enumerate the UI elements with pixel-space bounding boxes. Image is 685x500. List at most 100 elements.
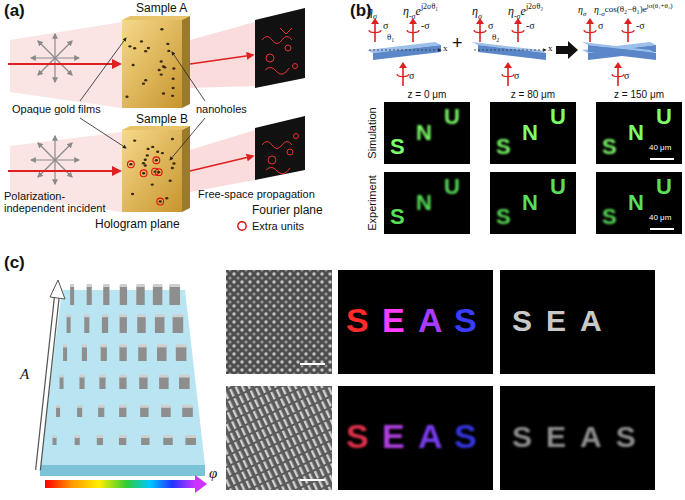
pillar xyxy=(159,377,169,389)
image-letter: N xyxy=(628,121,644,145)
arrow-head xyxy=(586,18,594,24)
pillar xyxy=(84,316,89,333)
line-shape xyxy=(80,38,126,101)
pillar xyxy=(63,346,67,361)
rect-shape xyxy=(490,172,576,234)
line-shape xyxy=(190,55,253,64)
pillar-top xyxy=(103,284,109,287)
nanohole xyxy=(155,159,158,161)
superscript: j2σθ₂ xyxy=(526,3,543,11)
formula: η-σej2σθ₁ xyxy=(403,3,438,21)
pillar-top xyxy=(140,405,148,408)
pillar-top xyxy=(99,375,105,378)
formula: η-σcos(θ₂−θ₁)ejσ(θ₁+θ₂) xyxy=(594,3,673,18)
pillar xyxy=(87,286,92,305)
formula-symbol: η xyxy=(403,5,409,17)
figure-label: θ₁ xyxy=(387,33,394,43)
row-label: Simulation xyxy=(366,107,378,158)
pillar xyxy=(176,346,187,361)
figure-label: σ xyxy=(409,70,414,81)
nanohole xyxy=(140,40,143,42)
circle-shape xyxy=(293,64,298,69)
line-shape xyxy=(650,158,674,160)
polygon-shape xyxy=(40,290,205,465)
figure-label: -σ xyxy=(636,20,645,31)
formula-symbol: e xyxy=(521,5,526,17)
figure-label: σ xyxy=(624,70,629,81)
extra-unit xyxy=(153,157,160,164)
nanohole xyxy=(160,60,163,62)
rect-shape xyxy=(45,480,195,488)
pillar xyxy=(140,407,148,417)
pillar xyxy=(155,316,165,333)
g-shape xyxy=(367,42,656,60)
g-shape xyxy=(384,102,682,234)
pillar-top xyxy=(119,435,126,438)
image-letter: E xyxy=(382,418,405,455)
nanohole xyxy=(171,95,174,97)
pillar xyxy=(179,377,190,389)
nanohole xyxy=(160,73,163,75)
rect-shape xyxy=(122,130,182,212)
polygon-shape xyxy=(255,8,305,88)
circular-polarization xyxy=(502,74,514,77)
figure-label: Fourier plane xyxy=(252,204,323,217)
figure-label: Hologram plane xyxy=(95,218,180,231)
superscript: j2σθ₁ xyxy=(421,3,438,11)
polygon-shape xyxy=(122,16,190,20)
nanohole xyxy=(159,200,162,202)
image-letter: S xyxy=(390,135,405,159)
pillar xyxy=(97,437,103,445)
nanohole xyxy=(171,138,174,140)
nanohole xyxy=(160,28,163,30)
formula-symbol: cos(θ₂−θ₁)e xyxy=(605,5,647,14)
pillar-top xyxy=(169,284,180,287)
formula-symbol: e xyxy=(416,5,421,17)
nanohole xyxy=(157,171,160,173)
pillar-top xyxy=(77,405,82,408)
image-letter: N xyxy=(522,191,538,215)
path-shape xyxy=(280,28,292,34)
rect-shape xyxy=(338,270,493,374)
nanohole xyxy=(171,167,174,169)
pillar xyxy=(99,377,105,389)
pillar-top xyxy=(153,284,163,287)
image-letter: S xyxy=(602,205,617,229)
nanohole xyxy=(147,47,150,49)
pillar xyxy=(120,316,127,333)
polygon-shape xyxy=(122,126,190,130)
pillar-top xyxy=(119,344,126,347)
figure-label: Polarization-independent incident xyxy=(4,190,116,214)
pillar-top xyxy=(98,405,104,408)
figure-label: nanoholes xyxy=(196,103,247,115)
figure-label: σ xyxy=(598,20,603,31)
nanohole xyxy=(158,69,161,71)
figure-label: σ xyxy=(488,20,493,31)
circle-shape xyxy=(266,54,274,62)
figure-label: θ₂ xyxy=(492,33,499,43)
formula-symbol: η xyxy=(472,5,478,17)
figure-label: 40 μm xyxy=(649,144,671,153)
rect-shape xyxy=(500,270,655,374)
figure-label: x xyxy=(548,44,553,54)
pillar xyxy=(138,346,146,361)
image-letter: SEA xyxy=(512,304,616,337)
pillar xyxy=(79,377,84,389)
pillar xyxy=(119,407,126,417)
figure-label: (a) xyxy=(4,2,25,21)
nanohole xyxy=(144,164,147,166)
circular-polarization xyxy=(407,30,419,33)
pillar xyxy=(56,407,60,417)
pillar-top xyxy=(82,344,87,347)
pillar xyxy=(53,437,57,445)
pillar xyxy=(98,407,104,417)
rect-shape xyxy=(384,172,470,234)
image-letter: U xyxy=(550,175,566,199)
image-letter: U xyxy=(444,105,460,129)
path-shape xyxy=(262,37,292,44)
path-shape xyxy=(266,167,290,173)
circle-shape xyxy=(294,134,299,139)
circular-polarization xyxy=(474,30,486,33)
nanohole xyxy=(167,50,170,52)
arrow-head xyxy=(624,18,632,24)
